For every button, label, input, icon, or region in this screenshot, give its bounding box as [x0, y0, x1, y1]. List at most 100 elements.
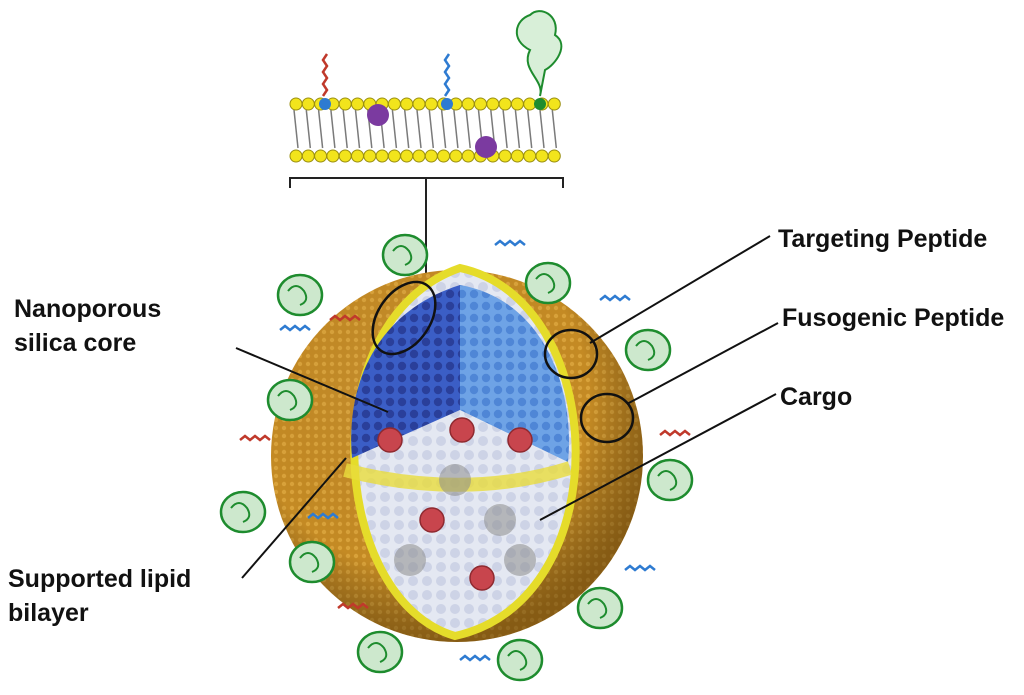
- lipid-tail: [305, 109, 312, 149]
- lipid-head: [351, 149, 364, 163]
- lipid-tail: [354, 109, 361, 149]
- surface-peptide: [599, 294, 631, 302]
- lipid-head: [400, 97, 414, 111]
- targeting-peptide-label: Targeting Peptide: [778, 225, 988, 253]
- lipid-head-anchor: [441, 98, 453, 110]
- lipid-head: [510, 149, 524, 163]
- lipid-head-anchor: [534, 98, 546, 110]
- lipid-tail: [317, 109, 324, 149]
- globular-peptide: [288, 540, 336, 584]
- surface-peptide: [307, 512, 339, 520]
- cargo-particle: [507, 427, 533, 453]
- lipid-head: [498, 97, 512, 111]
- peptide-coil: [535, 273, 556, 294]
- lipid-head: [498, 149, 512, 163]
- lipid-head: [338, 97, 352, 111]
- globular-peptide: [381, 233, 429, 277]
- protocell-sphere: [271, 263, 643, 642]
- lipid-head: [412, 97, 426, 111]
- lipid-tail: [551, 109, 558, 149]
- lipid-head: [523, 149, 537, 163]
- lipid-head: [326, 149, 340, 163]
- globular-peptide: [515, 10, 563, 97]
- lipid-head-anchor: [319, 98, 331, 110]
- lipid-tail: [391, 109, 398, 149]
- lipid-head: [424, 149, 438, 163]
- peptide-coil: [635, 340, 656, 361]
- lipid-head: [375, 149, 389, 163]
- cargo-protein: [504, 544, 536, 576]
- surface-peptides: [219, 233, 694, 682]
- lipid-tail: [502, 109, 508, 149]
- globular-peptide: [576, 586, 624, 630]
- globular-peptide: [266, 378, 314, 422]
- lipid-head: [535, 149, 549, 163]
- cargo-particles: [377, 417, 536, 591]
- fusogenic-peptide-label: Fusogenic Peptide: [782, 304, 1005, 332]
- lipid-head: [474, 97, 487, 111]
- lipid-head: [461, 149, 475, 163]
- cargo-protein: [394, 544, 426, 576]
- silica-core-face-dark: [351, 285, 460, 458]
- surface-peptide: [459, 654, 491, 662]
- surface-peptide: [494, 239, 526, 247]
- silica-core-label: Nanoporous silica core: [14, 292, 161, 360]
- lipid-head: [363, 149, 377, 163]
- lipid-bilayer-label-line1: Supported lipid: [8, 565, 192, 593]
- peptide-coil: [299, 552, 320, 573]
- lipid-bilayer-label: Supported lipid bilayer: [8, 562, 191, 630]
- cargo-particle: [469, 565, 495, 591]
- fusogenic-peptide: [443, 53, 451, 97]
- lipid-tail: [465, 109, 471, 149]
- lipid-head: [387, 149, 401, 163]
- cargo-molecule: [367, 104, 389, 126]
- lipid-tail: [330, 109, 336, 149]
- surface-peptide: [329, 314, 361, 322]
- lipid-head: [547, 149, 561, 163]
- lipid-tail: [539, 109, 545, 149]
- peptide-coil: [657, 470, 678, 491]
- lipid-tail: [453, 109, 459, 149]
- lipid-head: [289, 97, 303, 111]
- globular-peptide: [524, 261, 572, 305]
- peptide-coil: [277, 390, 298, 411]
- cargo-label: Cargo: [780, 383, 853, 411]
- lipid-head: [338, 149, 352, 163]
- surface-peptide: [659, 429, 691, 437]
- lipid-head: [523, 97, 537, 111]
- lipid-tail: [342, 109, 348, 149]
- lipid-tail: [514, 109, 521, 149]
- surface-peptide: [337, 602, 369, 610]
- lipid-tail: [293, 109, 299, 149]
- lipid-head: [301, 97, 315, 111]
- lipid-head: [400, 149, 414, 163]
- globular-peptide: [646, 458, 694, 502]
- globular-peptide: [276, 273, 324, 317]
- bilayer-inset: [289, 10, 563, 163]
- lipid-head: [314, 149, 328, 163]
- peptide-coil: [587, 598, 608, 619]
- surface-peptide: [624, 564, 656, 572]
- lipid-tail: [428, 109, 435, 149]
- lipid-bilayer-label-line2: bilayer: [8, 599, 89, 627]
- lipid-head: [486, 97, 500, 111]
- lipid-tail: [403, 109, 410, 149]
- cargo-molecule: [475, 136, 497, 158]
- peptide-coil: [287, 285, 308, 306]
- lipid-head: [387, 97, 401, 111]
- targeting-peptide: [321, 53, 329, 97]
- cargo-particle: [419, 507, 445, 533]
- cargo-protein: [439, 464, 471, 496]
- lipid-head: [510, 97, 524, 111]
- globular-peptide: [356, 630, 404, 674]
- peptide-coil: [367, 642, 388, 663]
- surface-peptide: [239, 434, 271, 442]
- lipid-tail: [416, 109, 422, 149]
- leader-lines: [235, 235, 779, 579]
- peptide-coil: [230, 502, 251, 523]
- lipid-tail: [526, 109, 533, 149]
- cargo-particle: [377, 427, 403, 453]
- cargo-particle: [449, 417, 475, 443]
- globular-peptide: [624, 328, 672, 372]
